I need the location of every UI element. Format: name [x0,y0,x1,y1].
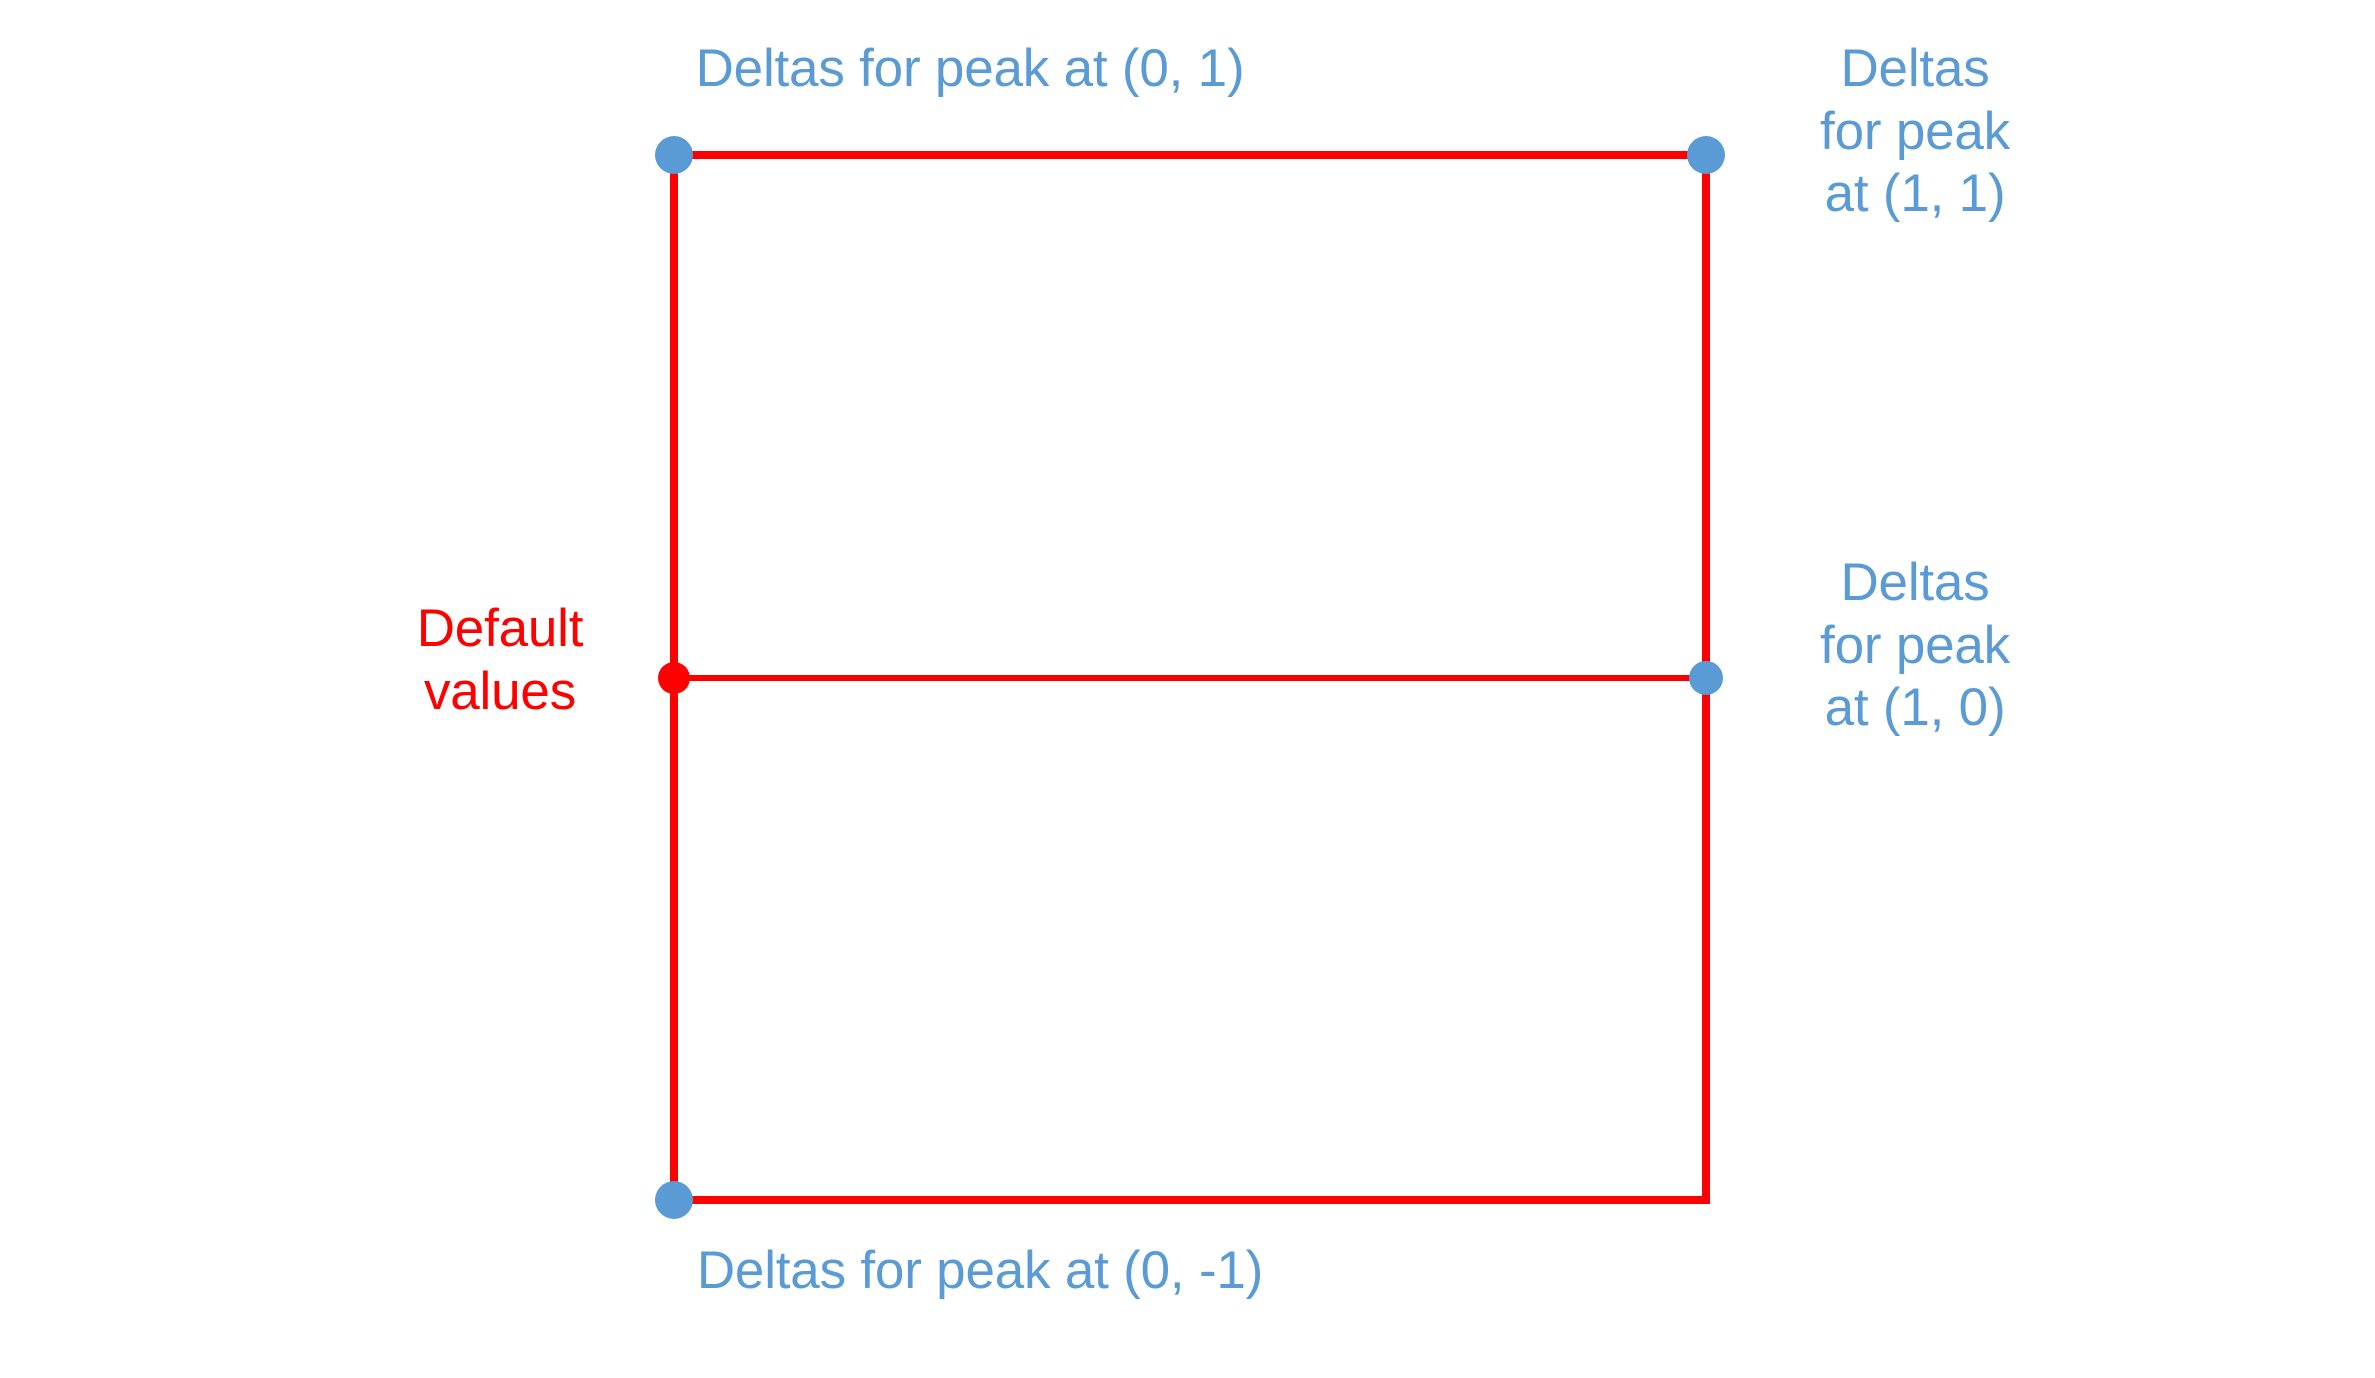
node-mid-right[interactable] [1689,661,1723,695]
label-default-values: Default values [416,599,584,721]
label-deltas-peak-1-1: Deltas for peak at (1, 1) [1820,39,2010,224]
node-bottom-left[interactable] [655,1181,693,1219]
node-mid-left[interactable] [658,662,690,694]
label-deltas-peak-0-1: Deltas for peak at (0, 1) [695,39,1245,98]
node-top-right[interactable] [1687,136,1725,174]
node-top-left[interactable] [655,136,693,174]
label-deltas-peak-0-minus1: Deltas for peak at (0, -1) [696,1241,1264,1300]
label-deltas-peak-1-0: Deltas for peak at (1, 0) [1820,553,2010,738]
